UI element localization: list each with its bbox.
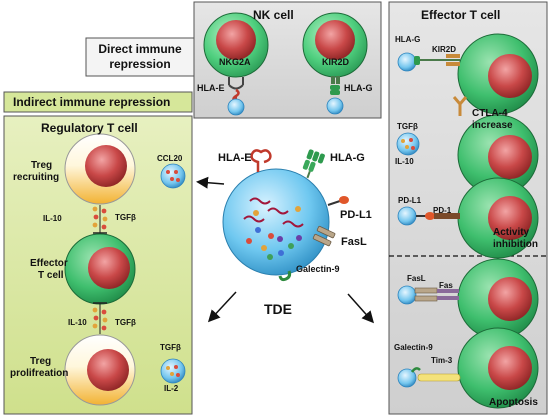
nk-cell-right [302, 12, 368, 78]
eff-galectin9-label: Galectin-9 [394, 343, 433, 352]
tde-galectin9-ligand [278, 270, 292, 282]
tde-label: TDE [264, 301, 292, 317]
tde-hla-e-ligand [250, 149, 272, 172]
arrow-to-treg [196, 176, 225, 189]
treg-proliferation-cell [64, 334, 136, 406]
ctla4-receptor [452, 96, 468, 116]
effector-cell-5 [457, 327, 539, 409]
tde-fasl-label: FasL [341, 236, 367, 248]
tgfb-top-label: TGFβ [115, 213, 136, 222]
tumor-derived-exosome [222, 168, 330, 276]
treg-label-bottom: Treg [30, 356, 52, 367]
inhibition-label: inhibition [493, 239, 538, 250]
effector-cell-2 [457, 114, 539, 196]
activity-label: Activity [493, 227, 530, 238]
effector-cell-4 [457, 258, 539, 340]
eff-tgfb-label: TGFβ [397, 122, 418, 131]
il10-bottom-label: IL-10 [68, 318, 87, 327]
treg-recruiting-cell [64, 133, 136, 205]
direct-repression-box [85, 37, 195, 77]
regulatory-t-cell-title: Regulatory T cell [41, 121, 138, 135]
t-cell-label: T cell [38, 270, 64, 281]
tde-pd-l1-ligand [327, 196, 349, 206]
recruiting-label: recruiting [13, 172, 60, 183]
nk-cell-left [203, 12, 269, 78]
fas-interaction [397, 285, 459, 305]
eff-hla-g-label: HLA-G [395, 35, 421, 44]
tim3-label: Tim-3 [431, 356, 453, 365]
kir2d-hla-g-interaction [330, 76, 340, 95]
tde-hla-g-ligand [302, 149, 325, 179]
treg-label-top: Treg [31, 160, 53, 171]
eff-fas-label: Fas [439, 281, 453, 290]
effector-vesicle-hla-g [397, 52, 460, 72]
tgfb-il2-vesicle [160, 358, 186, 384]
nk-hla-e-label: HLA-E [197, 83, 225, 93]
cytokine-cluster-bottom [92, 302, 108, 334]
pd1-interaction [397, 206, 460, 226]
effector-vesicle-tgfb-il10 [396, 132, 420, 156]
ccl20-vesicle [160, 163, 186, 189]
eff-pd-1-label: PD-1 [433, 206, 452, 215]
nk-vesicle-right [326, 97, 344, 115]
nk-panel-title: NK cell [253, 8, 294, 22]
effector-panel-title: Effector T cell [421, 8, 501, 22]
arrow-to-down-right [347, 293, 374, 324]
indirect-repression-banner [3, 91, 193, 113]
nk-vesicle-left [227, 98, 245, 116]
effector-t-cell-center [64, 233, 136, 305]
tde-hla-e-label: HLA-E [218, 152, 252, 164]
tgfb-vesicle-label: TGFβ [160, 343, 181, 352]
eff-kir2d-label: KIR2D [432, 45, 457, 54]
tde-hla-g-label: HLA-G [330, 152, 365, 164]
nk-hla-g-label: HLA-G [344, 83, 373, 93]
tde-galectin9-label: Galectin-9 [296, 264, 340, 274]
nkg2a-label: NKG2A [219, 57, 251, 67]
tde-pd-l1-label: PD-L1 [340, 209, 372, 221]
apoptosis-label: Apoptosis [489, 397, 538, 408]
direct-repression-line1: Direct immune [98, 42, 182, 56]
ctla4-increase-label: increase [472, 120, 513, 131]
ctla4-label: CTLA-4 [472, 108, 508, 119]
proliferation-label: prolifreation [10, 368, 69, 379]
eff-pd-l1-label: PD-L1 [398, 196, 422, 205]
direct-repression-line2: repression [109, 57, 171, 71]
cytokine-cluster-top [92, 205, 108, 234]
il2-label: IL-2 [164, 384, 179, 393]
effector-label: Effector [30, 258, 68, 269]
kir2d-label: KIR2D [322, 57, 350, 67]
effector-cell-1 [457, 33, 539, 115]
tim3-interaction [397, 367, 461, 388]
eff-il10-label: IL-10 [395, 157, 414, 166]
indirect-repression-label: Indirect immune repression [13, 95, 171, 109]
effector-cell-3 [457, 177, 539, 259]
eff-fasl-label: FasL [407, 274, 426, 283]
arrow-to-down-left [207, 291, 237, 323]
ccl20-label: CCL20 [157, 154, 183, 163]
tde-fasl-ligand [312, 225, 336, 247]
il10-top-label: IL-10 [43, 214, 62, 223]
tgfb-bottom-label: TGFβ [115, 318, 136, 327]
